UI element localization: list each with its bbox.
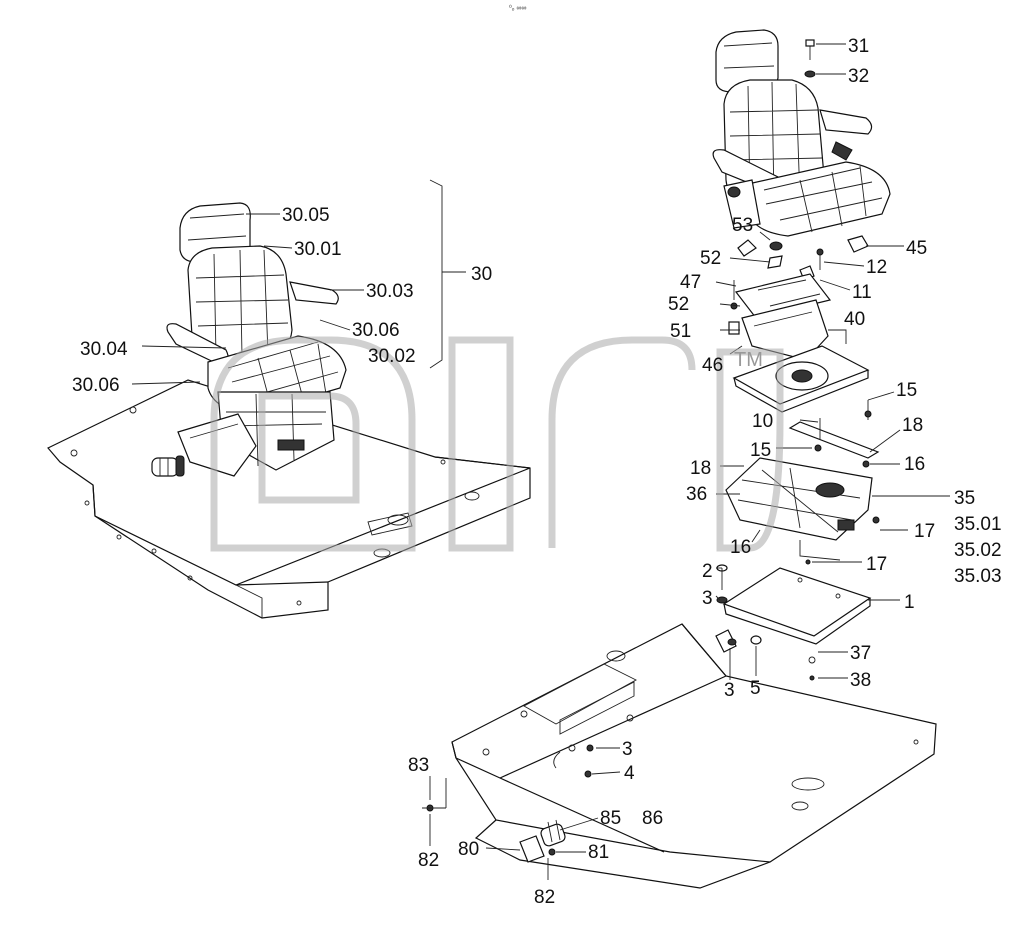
callout-15-upper: 15 <box>896 380 917 401</box>
callout-40: 40 <box>844 309 865 330</box>
callout-1: 1 <box>904 592 915 613</box>
callout-35-01: 35.01 <box>954 514 1002 535</box>
right-seat <box>712 29 891 237</box>
callout-51: 51 <box>670 321 691 342</box>
right-seat-hardware <box>715 39 880 681</box>
callout-35: 35 <box>954 488 975 509</box>
watermark-tm: TM <box>734 349 763 371</box>
callout-80: 80 <box>458 839 479 860</box>
callout-35-03: 35.03 <box>954 566 1002 587</box>
callout-82-left: 82 <box>418 850 439 871</box>
callout-53: 53 <box>732 215 753 236</box>
callout-82-bottom: 82 <box>534 887 555 908</box>
leader-lines <box>131 43 950 880</box>
callout-45: 45 <box>906 238 927 259</box>
callout-37: 37 <box>850 643 871 664</box>
callout-18-lower: 18 <box>690 458 711 479</box>
callout-30-06-upper: 30.06 <box>352 320 400 341</box>
callout-30-04: 30.04 <box>80 339 128 360</box>
callout-12: 12 <box>866 257 887 278</box>
callout-10: 10 <box>752 411 773 432</box>
callout-16-lower: 16 <box>730 537 751 558</box>
callout-36: 36 <box>686 484 707 505</box>
callout-30: 30 <box>471 264 492 285</box>
callout-17-upper: 17 <box>914 521 935 542</box>
top-mark: ⁰ₒ ∞∞ <box>509 4 526 12</box>
callout-30-01: 30.01 <box>294 239 342 260</box>
callout-3-upper: 3 <box>702 588 713 609</box>
callout-52-upper: 52 <box>700 248 721 269</box>
callout-17-lower: 17 <box>866 554 887 575</box>
callout-85: 85 <box>600 808 621 829</box>
callout-81: 81 <box>588 842 609 863</box>
callout-15-lower: 15 <box>750 440 771 461</box>
callout-32: 32 <box>848 66 869 87</box>
callout-3-lower: 3 <box>622 739 633 760</box>
callout-2: 2 <box>702 561 713 582</box>
watermark-logo: TM <box>210 336 784 552</box>
callout-52-lower: 52 <box>668 294 689 315</box>
callout-83: 83 <box>408 755 429 776</box>
callout-30-03: 30.03 <box>366 281 414 302</box>
callout-31: 31 <box>848 36 869 57</box>
callout-3-middle: 3 <box>724 680 735 701</box>
callout-47: 47 <box>680 272 701 293</box>
callout-30-05: 30.05 <box>282 205 330 226</box>
callout-18-upper: 18 <box>902 415 923 436</box>
callout-5: 5 <box>750 678 761 699</box>
callout-11: 11 <box>852 282 872 303</box>
right-cab-floor <box>422 623 937 889</box>
callout-38: 38 <box>850 670 871 691</box>
callout-86: 86 <box>642 808 663 829</box>
callout-4: 4 <box>624 763 635 784</box>
callout-35-02: 35.02 <box>954 540 1002 561</box>
callout-46: 46 <box>702 355 723 376</box>
callout-labels: 30.05 30.01 30.03 30 30.06 30.02 30.04 3… <box>72 36 1002 908</box>
callout-30-06-lower: 30.06 <box>72 375 120 396</box>
callout-30-02: 30.02 <box>368 346 416 367</box>
callout-16-upper: 16 <box>904 454 925 475</box>
